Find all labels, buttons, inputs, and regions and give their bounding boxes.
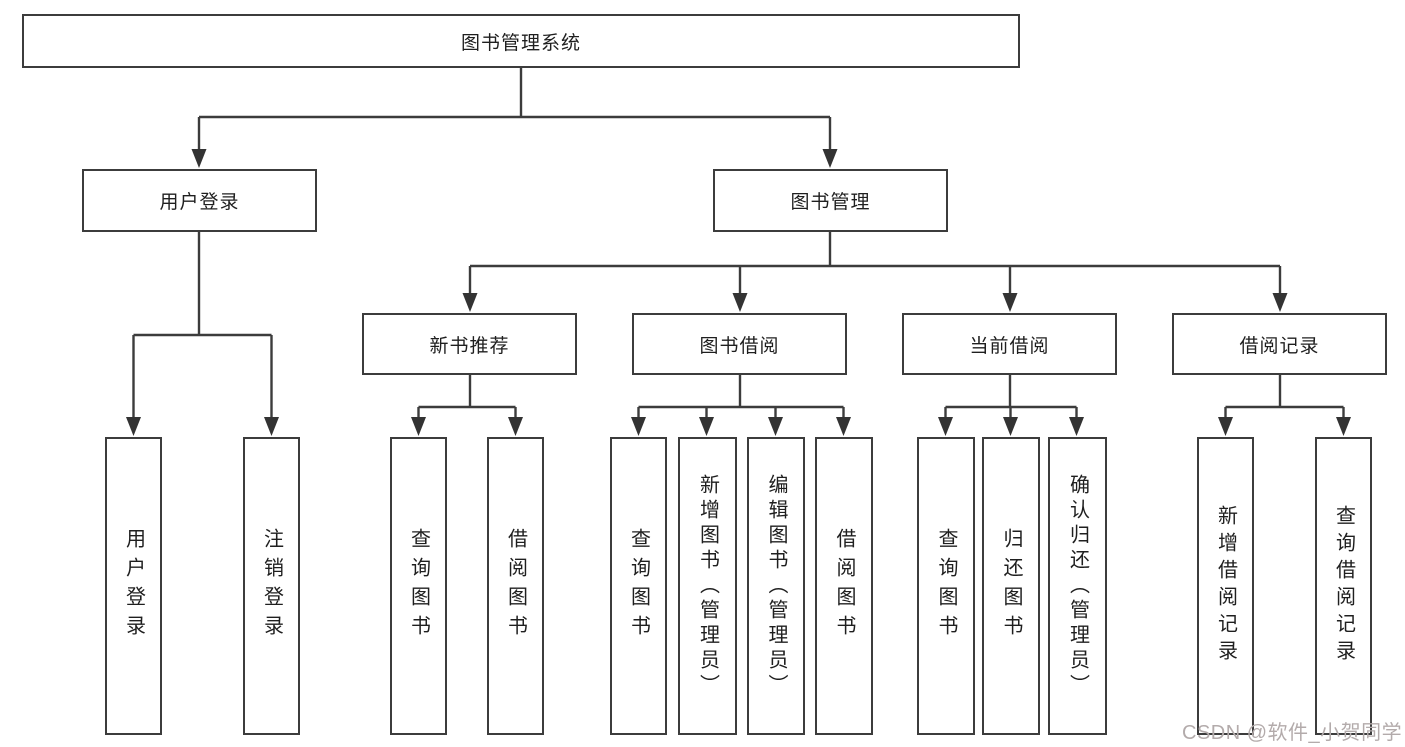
leaf-borrow-book-label: 借阅图书 <box>833 528 855 644</box>
leaf-user-login: 用户登录 <box>105 437 162 735</box>
leaf-borrow-query-book-label: 查询图书 <box>627 528 650 644</box>
leaf-newbook-borrow-book: 借阅图书 <box>487 437 544 735</box>
node-current-borrow-label: 当前借阅 <box>969 335 1050 357</box>
leaf-borrow-book: 借阅图书 <box>815 437 873 735</box>
leaf-newbook-borrow-book-label: 借阅图书 <box>504 528 527 644</box>
connector-current-borrow-group <box>944 374 1078 419</box>
leaf-query-borrow-record: 查询借阅记录 <box>1315 437 1372 735</box>
node-book-borrow: 图书借阅 <box>632 313 847 375</box>
leaf-return-book: 归还图书 <box>982 437 1040 735</box>
connector-root-to-level2 <box>197 66 832 151</box>
leaf-confirm-return-admin: 确认归还（管理员） <box>1048 437 1107 735</box>
leaf-return-book-label: 归还图书 <box>1000 528 1022 644</box>
leaf-newbook-query-book-label: 查询图书 <box>407 528 430 644</box>
arrowheads-level3 <box>462 293 1288 312</box>
leaf-add-borrow-record-label: 新增借阅记录 <box>1214 505 1237 667</box>
connector-new-book-group <box>417 374 517 419</box>
leaf-add-borrow-record: 新增借阅记录 <box>1197 437 1254 735</box>
arrowheads-leaves <box>126 417 1351 436</box>
leaf-query-borrow-record-label: 查询借阅记录 <box>1332 505 1355 667</box>
node-book-management-branch-label: 图书管理 <box>790 192 871 213</box>
connector-book-borrow-group <box>637 374 845 419</box>
node-root-label: 图书管理系统 <box>460 32 581 54</box>
leaf-borrow-query-book: 查询图书 <box>610 437 667 735</box>
node-user-login-branch-label: 用户登录 <box>159 192 240 213</box>
leaf-add-book-admin: 新增图书（管理员） <box>678 437 737 735</box>
leaf-confirm-return-admin-label: 确认归还（管理员） <box>1066 473 1089 699</box>
leaf-logout: 注销登录 <box>243 437 300 735</box>
connector-borrow-record-group <box>1224 374 1345 419</box>
arrowheads-level2 <box>191 149 838 168</box>
leaf-edit-book-admin: 编辑图书（管理员） <box>747 437 805 735</box>
node-new-book-recommend: 新书推荐 <box>362 313 577 375</box>
leaf-add-book-admin-label: 新增图书（管理员） <box>696 473 719 699</box>
node-book-borrow-label: 图书借阅 <box>699 335 780 357</box>
leaf-logout-label: 注销登录 <box>260 528 283 644</box>
csdn-watermark: CSDN @软件_小贺同学 <box>1182 722 1403 744</box>
node-new-book-recommend-label: 新书推荐 <box>429 335 510 357</box>
connector-book-mgmt-to-level3 <box>468 231 1282 295</box>
leaf-edit-book-admin-label: 编辑图书（管理员） <box>765 473 787 699</box>
leaf-newbook-query-book: 查询图书 <box>390 437 447 735</box>
leaf-user-login-label: 用户登录 <box>122 528 145 644</box>
leaf-current-query-book: 查询图书 <box>917 437 975 735</box>
node-root-system: 图书管理系统 <box>22 14 1020 68</box>
node-book-management-branch: 图书管理 <box>713 169 948 232</box>
node-current-borrow: 当前借阅 <box>902 313 1117 375</box>
leaf-current-query-book-label: 查询图书 <box>935 528 957 644</box>
node-user-login-branch: 用户登录 <box>82 169 317 232</box>
node-borrow-record-label: 借阅记录 <box>1239 335 1320 357</box>
connector-user-login-group <box>132 231 273 419</box>
node-borrow-record: 借阅记录 <box>1172 313 1387 375</box>
